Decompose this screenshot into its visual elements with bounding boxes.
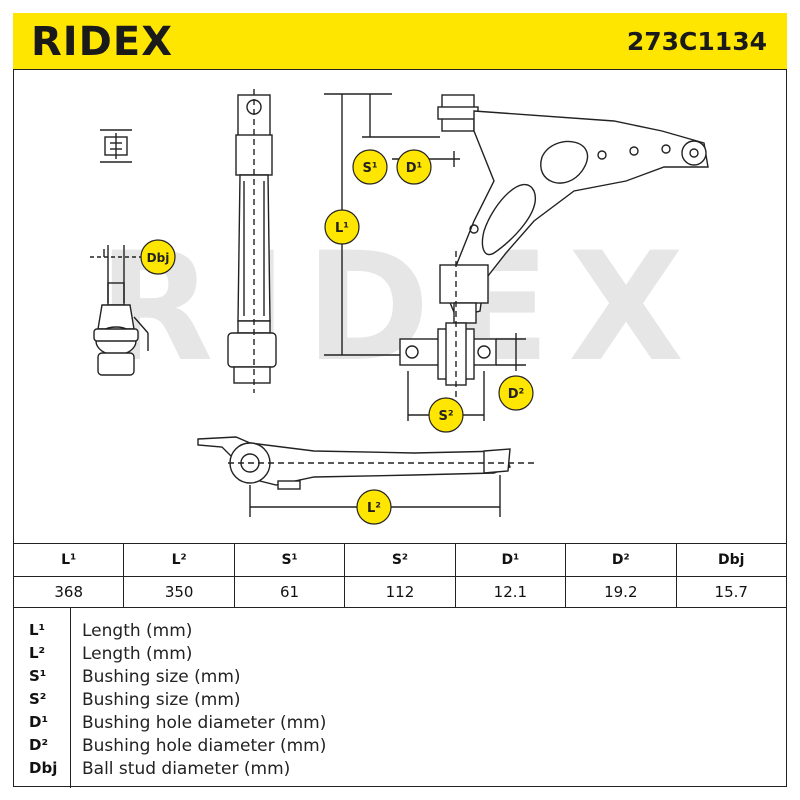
callout-dbj: Dbj bbox=[140, 239, 176, 275]
legend-symbol: S² bbox=[29, 690, 47, 708]
callout-l1: L¹ bbox=[324, 209, 360, 245]
value-l2: 350 bbox=[123, 576, 235, 608]
legend-symbol: D² bbox=[29, 736, 49, 754]
legend-description: Bushing hole diameter (mm) bbox=[82, 736, 327, 756]
label-dbj: Dbj bbox=[147, 251, 170, 265]
label-s1: S¹ bbox=[362, 161, 377, 176]
legend-symbol: S¹ bbox=[29, 667, 47, 685]
legend: L¹ Length (mm) L² Length (mm) S¹ Bushing… bbox=[13, 607, 787, 788]
legend-row: D¹ Bushing hole diameter (mm) bbox=[13, 713, 787, 736]
brand-logo: RIDEX bbox=[31, 19, 174, 65]
callout-d1: D¹ bbox=[396, 149, 432, 185]
legend-description: Length (mm) bbox=[82, 621, 193, 641]
header-l1: L¹ bbox=[12, 543, 125, 577]
diagram-canvas: RIDEX bbox=[90, 89, 709, 525]
dimensions-table: L¹ L² S¹ S² D¹ D² Dbj 368 350 61 112 12.… bbox=[12, 543, 788, 608]
legend-description: Bushing size (mm) bbox=[82, 690, 241, 710]
callout-d2: D² bbox=[498, 375, 534, 411]
legend-symbol: L² bbox=[29, 644, 46, 662]
legend-divider bbox=[70, 608, 71, 788]
watermark-text: RIDEX bbox=[98, 221, 702, 395]
dimensions-value-row: 368 350 61 112 12.1 19.2 15.7 bbox=[12, 576, 788, 608]
legend-description: Bushing hole diameter (mm) bbox=[82, 713, 327, 733]
header-d2: D² bbox=[565, 543, 677, 577]
technical-diagram: RIDEX bbox=[14, 71, 786, 543]
label-l2: L² bbox=[367, 501, 381, 516]
legend-symbol: L¹ bbox=[29, 621, 46, 639]
label-s2: S² bbox=[438, 409, 453, 424]
value-d2: 19.2 bbox=[565, 576, 677, 608]
control-arm-drawing bbox=[399, 94, 709, 397]
legend-description: Bushing size (mm) bbox=[82, 667, 241, 687]
legend-description: Ball stud diameter (mm) bbox=[82, 759, 291, 779]
label-d2: D² bbox=[508, 387, 525, 402]
label-d1: D¹ bbox=[406, 161, 423, 176]
callout-l2: L² bbox=[356, 489, 392, 525]
legend-row: L² Length (mm) bbox=[13, 644, 787, 667]
legend-symbol: D¹ bbox=[29, 713, 49, 731]
header-l2: L² bbox=[123, 543, 235, 577]
callout-s2: S² bbox=[428, 397, 464, 433]
legend-symbol: Dbj bbox=[29, 759, 58, 777]
ball-joint-drawing bbox=[90, 245, 149, 376]
legend-description: Length (mm) bbox=[82, 644, 193, 664]
part-number: 273C1134 bbox=[626, 27, 767, 56]
legend-row: L¹ Length (mm) bbox=[13, 621, 787, 644]
arm-top-view bbox=[197, 436, 534, 490]
value-s2: 112 bbox=[344, 576, 456, 608]
legend-row: Dbj Ball stud diameter (mm) bbox=[13, 759, 787, 782]
header-s1: S¹ bbox=[233, 543, 346, 577]
header-bar: RIDEX 273C1134 bbox=[13, 13, 787, 70]
bolt-detail bbox=[100, 129, 132, 163]
callout-s1: S¹ bbox=[352, 149, 388, 185]
header-s2: S² bbox=[344, 543, 456, 577]
dimensions-header-row: L¹ L² S¹ S² D¹ D² Dbj bbox=[12, 543, 788, 577]
arm-side-view bbox=[227, 89, 277, 393]
legend-row: S² Bushing size (mm) bbox=[13, 690, 787, 713]
header-d1: D¹ bbox=[454, 543, 567, 577]
value-s1: 61 bbox=[233, 576, 346, 608]
label-l1: L¹ bbox=[335, 221, 349, 236]
value-dbj: 15.7 bbox=[675, 576, 788, 608]
value-l1: 368 bbox=[12, 576, 125, 608]
legend-row: S¹ Bushing size (mm) bbox=[13, 667, 787, 690]
header-dbj: Dbj bbox=[675, 543, 788, 577]
value-d1: 12.1 bbox=[454, 576, 567, 608]
legend-row: D² Bushing hole diameter (mm) bbox=[13, 736, 787, 759]
